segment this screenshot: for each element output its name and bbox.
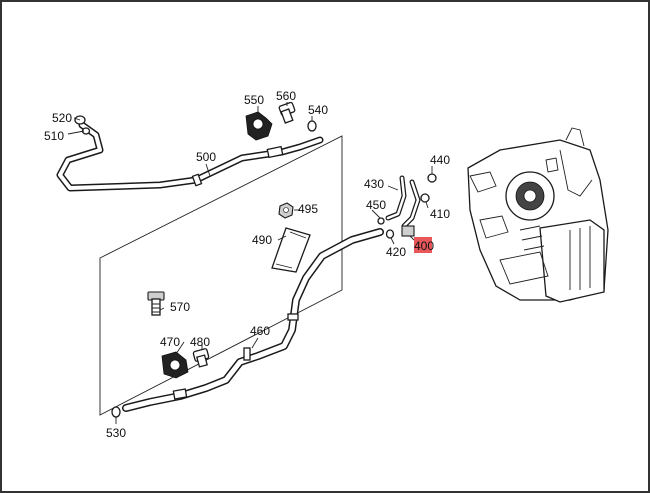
seal-450[interactable] bbox=[377, 217, 385, 225]
callout-490[interactable]: 490 bbox=[252, 233, 272, 247]
callout-420[interactable]: 420 bbox=[386, 245, 406, 259]
assembly-outline bbox=[99, 135, 343, 416]
callout-410[interactable]: 410 bbox=[430, 207, 450, 221]
callout-480[interactable]: 480 bbox=[190, 335, 210, 349]
callout-540[interactable]: 540 bbox=[308, 103, 328, 117]
callout-520[interactable]: 520 bbox=[52, 111, 72, 125]
callout-510[interactable]: 510 bbox=[44, 129, 64, 143]
shield-490[interactable] bbox=[271, 227, 311, 273]
callout-500[interactable]: 500 bbox=[196, 150, 216, 164]
leader-lines bbox=[67, 102, 433, 424]
pipe-460[interactable] bbox=[122, 228, 384, 412]
bolt-560[interactable] bbox=[278, 101, 296, 124]
bolt-570[interactable] bbox=[147, 291, 165, 316]
pipe-500[interactable] bbox=[56, 121, 324, 192]
callout-430[interactable]: 430 bbox=[364, 177, 384, 191]
seal-530[interactable] bbox=[111, 406, 121, 418]
callout-450[interactable]: 450 bbox=[366, 198, 386, 212]
callout-labels: 520 510 550 560 540 500 495 490 440 430 … bbox=[44, 89, 450, 440]
nut-495[interactable] bbox=[278, 202, 294, 219]
seal-410[interactable] bbox=[420, 193, 430, 203]
heater-box-unit[interactable] bbox=[467, 127, 609, 303]
callout-530[interactable]: 530 bbox=[106, 426, 126, 440]
bracket-470[interactable] bbox=[161, 351, 189, 379]
callout-400-highlight bbox=[414, 237, 432, 253]
callout-550[interactable]: 550 bbox=[244, 93, 264, 107]
seal-420[interactable] bbox=[385, 229, 395, 239]
bracket-550[interactable] bbox=[245, 111, 273, 141]
valve-pipes-430[interactable] bbox=[385, 175, 421, 229]
callout-570[interactable]: 570 bbox=[170, 300, 190, 314]
seal-440[interactable] bbox=[427, 173, 437, 183]
callout-560[interactable]: 560 bbox=[276, 89, 296, 103]
callout-470[interactable]: 470 bbox=[160, 335, 180, 349]
bolt-480[interactable] bbox=[192, 348, 210, 368]
callout-400[interactable]: 400 bbox=[414, 239, 434, 253]
callout-460[interactable]: 460 bbox=[250, 324, 270, 338]
callout-440[interactable]: 440 bbox=[430, 153, 450, 167]
seal-540[interactable] bbox=[307, 120, 317, 132]
callout-495[interactable]: 495 bbox=[298, 202, 318, 216]
valve-400[interactable] bbox=[401, 225, 415, 237]
